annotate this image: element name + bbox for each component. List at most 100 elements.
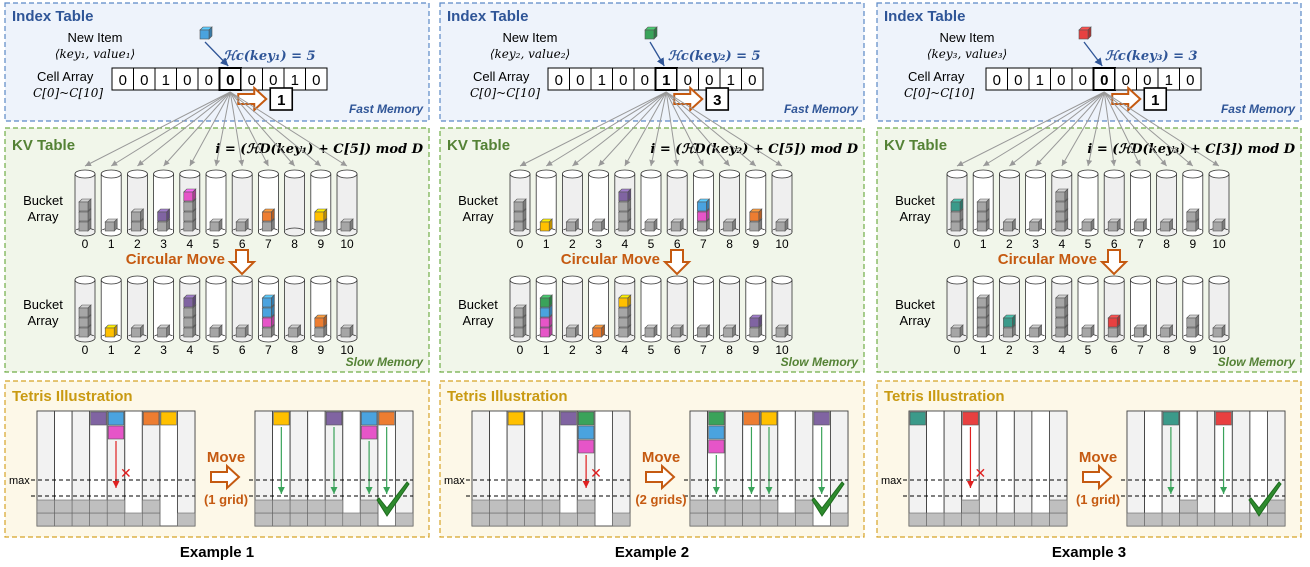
example-label: Example 1 bbox=[180, 544, 254, 561]
tetris-column bbox=[176, 410, 196, 527]
cube-front bbox=[976, 221, 987, 232]
cube-front bbox=[1003, 327, 1013, 338]
bucket-mask bbox=[180, 230, 200, 233]
bucket-top bbox=[1077, 169, 1099, 179]
fan-line bbox=[1103, 91, 1117, 167]
cube-front bbox=[288, 327, 298, 338]
tetris-column bbox=[1231, 410, 1251, 527]
cube-front bbox=[976, 297, 987, 308]
bucket-array-label: Bucket bbox=[23, 297, 63, 312]
tetris-column bbox=[829, 410, 849, 527]
base-block bbox=[54, 499, 73, 514]
bucket-mask bbox=[101, 336, 121, 339]
base-block bbox=[943, 512, 962, 527]
tetris-column bbox=[611, 410, 631, 527]
slow-memory-label: Slow Memory bbox=[1218, 355, 1297, 369]
new-cell-box bbox=[1143, 87, 1168, 111]
bucket-index: 0 bbox=[517, 237, 524, 251]
cube-front bbox=[314, 327, 325, 338]
cross-mark: ✕ bbox=[120, 465, 132, 481]
cell-array-range: C[0]~C[10] bbox=[33, 86, 103, 100]
bucket-index: 2 bbox=[1006, 343, 1013, 357]
cube-front bbox=[1212, 327, 1223, 338]
cube-front bbox=[1055, 201, 1066, 212]
tetris-column bbox=[1126, 410, 1146, 527]
cube-front bbox=[183, 327, 194, 338]
base-block bbox=[1267, 512, 1286, 527]
cube-front bbox=[618, 221, 629, 232]
cross-mark: ✕ bbox=[974, 465, 986, 481]
fan-line bbox=[1103, 91, 1194, 167]
bucket-index: 8 bbox=[291, 343, 298, 357]
bucket-index: 3 bbox=[160, 237, 167, 251]
fan-line bbox=[110, 91, 231, 167]
bucket-mask bbox=[154, 336, 173, 339]
bucket-top bbox=[745, 169, 767, 179]
bucket-index: 10 bbox=[340, 343, 354, 357]
key-value-pair: ⟨key₂, value₂⟩ bbox=[490, 47, 570, 61]
tetris-column bbox=[1196, 410, 1216, 527]
base-block bbox=[795, 499, 814, 514]
bucket-index: 2 bbox=[569, 237, 576, 251]
cube-front bbox=[104, 221, 115, 232]
cell-array-label: Cell Array bbox=[37, 69, 94, 84]
tetris-column bbox=[777, 410, 796, 527]
bucket-top bbox=[126, 169, 148, 179]
index-table-title: Index Table bbox=[884, 8, 965, 25]
cube-front bbox=[78, 307, 89, 318]
bucket-mask bbox=[1209, 336, 1229, 339]
bucket-mask bbox=[1104, 230, 1124, 233]
bucket-index: 6 bbox=[239, 237, 246, 251]
cube-front bbox=[183, 297, 194, 308]
bucket-top bbox=[205, 275, 227, 285]
falling-block bbox=[760, 411, 778, 426]
fan-line bbox=[649, 91, 667, 167]
example-label: Example 2 bbox=[615, 544, 689, 561]
falling-block bbox=[507, 411, 524, 426]
cube-front bbox=[1003, 317, 1013, 328]
new-cell-box bbox=[269, 87, 294, 111]
bucket-index: 6 bbox=[1111, 237, 1118, 251]
cube-front bbox=[1107, 317, 1118, 328]
bucket-index: 7 bbox=[1137, 237, 1144, 251]
cell-value: 1 bbox=[1036, 72, 1044, 89]
bucket-top bbox=[1025, 169, 1046, 179]
bucket-top bbox=[74, 275, 96, 285]
move-amount: (2 grids) bbox=[635, 492, 686, 507]
bucket-mask bbox=[259, 336, 278, 339]
kv-table-title: KV Table bbox=[884, 137, 947, 154]
cell-value: 0 bbox=[993, 72, 1001, 89]
bucket-index: 7 bbox=[700, 237, 707, 251]
slow-memory-label: Slow Memory bbox=[346, 355, 425, 369]
cube-front bbox=[340, 221, 351, 232]
cell bbox=[741, 67, 764, 91]
bucket-top bbox=[719, 169, 740, 179]
cube-front bbox=[262, 317, 272, 328]
base-block bbox=[978, 512, 998, 527]
bucket-index: 5 bbox=[648, 343, 655, 357]
bucket-top bbox=[1156, 275, 1177, 285]
base-block bbox=[1179, 512, 1198, 527]
cell-array-range: C[0]~C[10] bbox=[470, 86, 540, 100]
base-block bbox=[142, 499, 161, 514]
bucket-mask bbox=[1131, 336, 1150, 339]
bucket-top bbox=[100, 275, 122, 285]
cube-front bbox=[618, 191, 629, 202]
bucket-top bbox=[588, 169, 609, 179]
bucket-mask bbox=[510, 336, 530, 339]
bucket-mask bbox=[1131, 230, 1150, 233]
bucket-top bbox=[745, 275, 767, 285]
bucket-top bbox=[999, 275, 1020, 285]
cube-front bbox=[183, 221, 194, 232]
tetris-column bbox=[1013, 410, 1033, 527]
cube-front bbox=[539, 221, 550, 232]
cube-front bbox=[209, 221, 220, 232]
bucket-top bbox=[1051, 275, 1073, 285]
cube-front bbox=[78, 317, 89, 328]
bucket-array-label: Array bbox=[27, 313, 59, 328]
cube-front bbox=[723, 221, 733, 232]
cube-front bbox=[513, 307, 524, 318]
bucket-top bbox=[562, 275, 583, 285]
base-block bbox=[360, 512, 379, 527]
check-icon bbox=[376, 481, 410, 517]
